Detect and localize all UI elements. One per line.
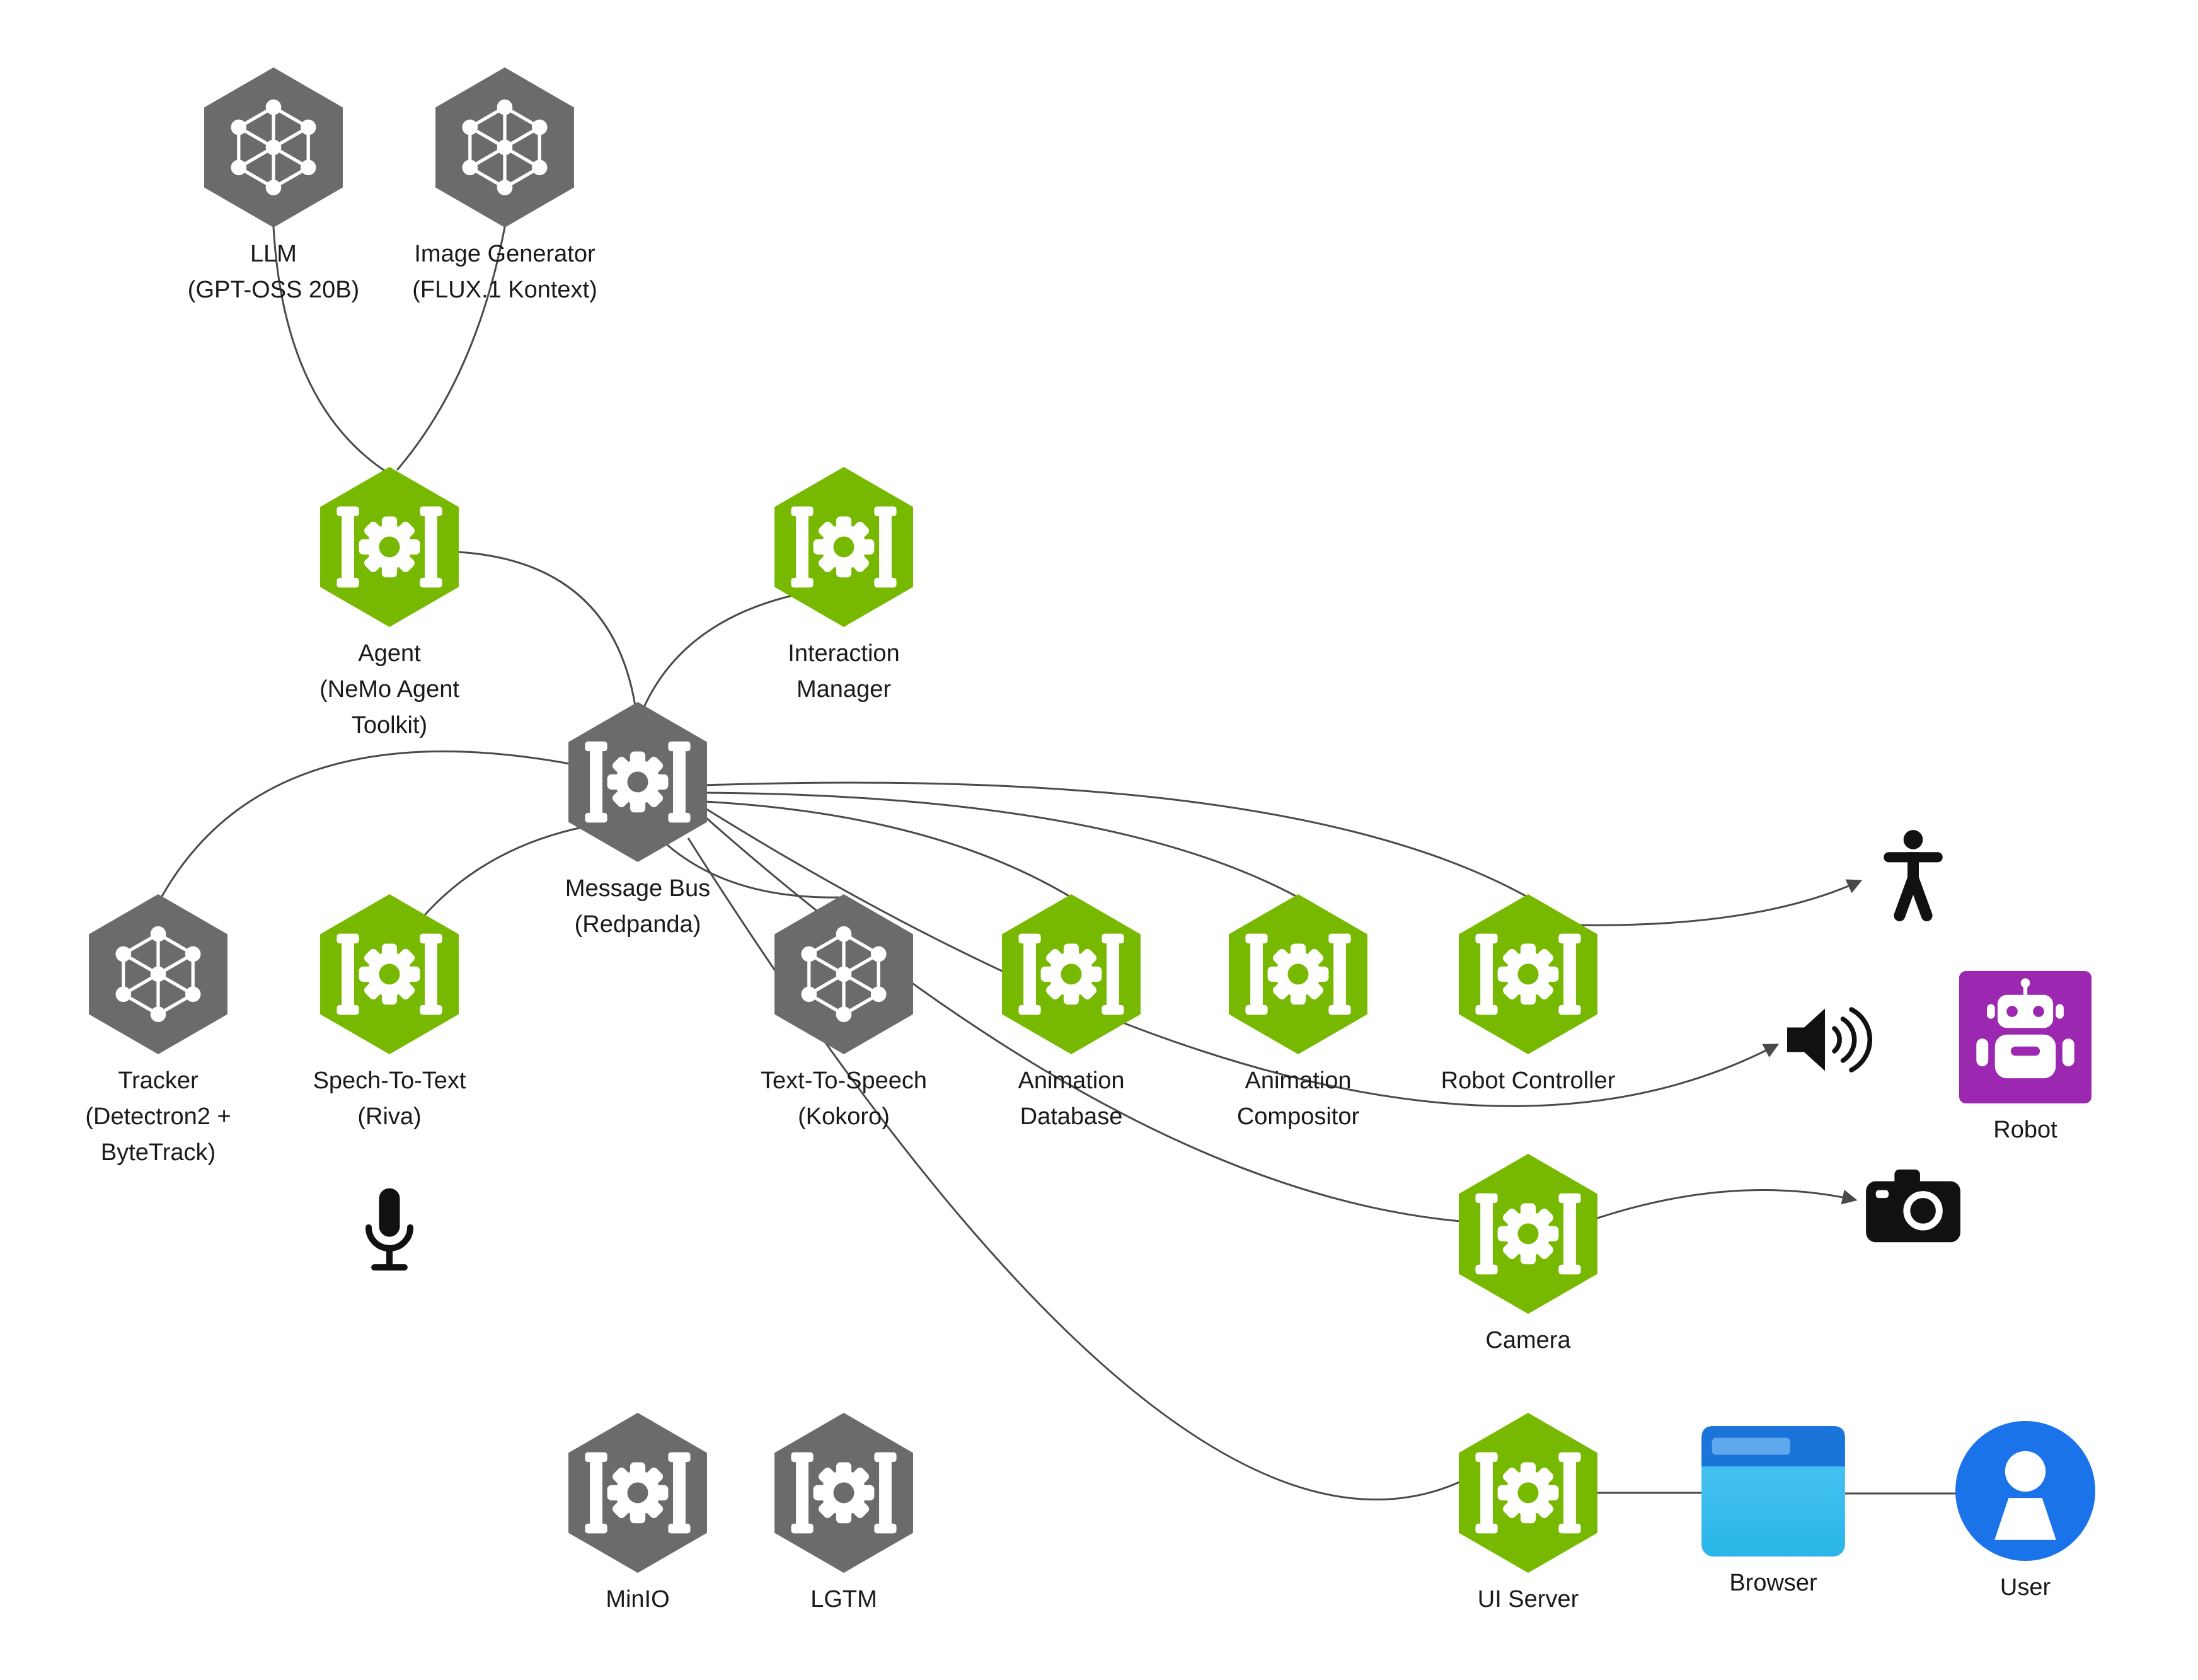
- node-microphone: [355, 1185, 424, 1283]
- node-camera-device: [1864, 1165, 1962, 1245]
- node-label: Tracker(Detectron2 +ByteTrack): [85, 1067, 231, 1166]
- node-tracker: Tracker(Detectron2 +ByteTrack): [85, 894, 231, 1171]
- node-user: User: [1955, 1421, 2095, 1606]
- edge-message-bus-speaker: [704, 807, 1780, 1107]
- node-label: User: [1999, 1574, 2051, 1601]
- gear-hexagon-icon: [1002, 894, 1141, 1054]
- browser-icon: [1701, 1425, 1845, 1556]
- node-label: UI Server: [1477, 1586, 1579, 1613]
- node-label: LGTM: [810, 1586, 877, 1613]
- edge-message-bus-ui-server: [687, 837, 1460, 1501]
- gear-hexagon-icon: [774, 467, 913, 627]
- edge-message-bus-animation-database: [704, 800, 1072, 899]
- node-message-bus: Message Bus(Redpanda): [565, 702, 711, 943]
- node-label: Robot Controller: [1441, 1067, 1616, 1094]
- edge-message-bus-animation-compositor: [704, 791, 1299, 899]
- neural-network-hexagon-icon: [89, 894, 227, 1054]
- edge-interaction-manager-message-bus: [643, 594, 796, 708]
- node-lgtm: LGTM: [774, 1413, 913, 1618]
- camera-icon: [1864, 1165, 1962, 1245]
- gear-hexagon-icon: [1459, 1413, 1597, 1573]
- person-icon: [1873, 829, 1953, 923]
- robot-icon: [1959, 971, 2092, 1103]
- gear-hexagon-icon: [320, 894, 459, 1054]
- edge-message-bus-robot-controller: [704, 781, 1529, 899]
- node-minio: MinIO: [568, 1413, 707, 1618]
- node-robot: Robot: [1959, 971, 2092, 1148]
- neural-network-hexagon-icon: [774, 894, 913, 1054]
- edge-llm-agent: [272, 226, 386, 473]
- edge-message-bus-speech-to-text: [423, 826, 585, 916]
- edge-message-bus-tracker: [160, 750, 570, 898]
- node-label: LLM(GPT-OSS 20B): [187, 241, 360, 303]
- gear-hexagon-icon: [1229, 894, 1367, 1054]
- edge-camera-service-camera-device: [1595, 1189, 1858, 1220]
- node-label: Robot: [1993, 1117, 2057, 1143]
- neural-network-hexagon-icon: [204, 67, 343, 227]
- node-text-to-speech: Text-To-Speech(Kokoro): [761, 894, 927, 1135]
- node-speech-to-text: Spech-To-Text(Riva): [313, 894, 466, 1135]
- microphone-icon: [355, 1185, 424, 1283]
- gear-hexagon-icon: [1459, 894, 1597, 1054]
- gear-hexagon-icon: [320, 467, 459, 627]
- edge-message-bus-text-to-speech: [666, 843, 843, 899]
- gear-hexagon-icon: [568, 702, 707, 862]
- gear-hexagon-icon: [568, 1413, 707, 1573]
- speaker-icon: [1785, 1002, 1880, 1078]
- node-label: Text-To-Speech(Kokoro): [761, 1067, 928, 1130]
- node-label: Message Bus(Redpanda): [565, 875, 711, 938]
- node-label: Browser: [1729, 1569, 1817, 1596]
- node-ui-server: UI Server: [1459, 1413, 1597, 1618]
- edge-agent-message-bus: [458, 551, 636, 706]
- node-robot-controller: Robot Controller: [1441, 894, 1615, 1099]
- gear-hexagon-icon: [1459, 1154, 1597, 1314]
- node-gesture-person: [1873, 829, 1953, 923]
- node-label: Image Generator(FLUX.1 Kontext): [412, 241, 597, 303]
- node-llm: LLM(GPT-OSS 20B): [188, 67, 359, 308]
- edge-robot-controller-gesture-person: [1579, 879, 1863, 926]
- node-label: MinIO: [606, 1586, 670, 1613]
- node-image-generator: Image Generator(FLUX.1 Kontext): [412, 67, 597, 308]
- user-icon: [1955, 1421, 2095, 1561]
- node-speaker: [1785, 1002, 1880, 1078]
- edge-image-generator-agent: [396, 226, 506, 471]
- neural-network-hexagon-icon: [435, 67, 574, 227]
- node-browser: Browser: [1701, 1425, 1845, 1601]
- gear-hexagon-icon: [774, 1413, 913, 1573]
- node-label: Camera: [1485, 1327, 1571, 1354]
- node-label: Spech-To-Text(Riva): [313, 1067, 466, 1130]
- node-camera-service: Camera: [1459, 1154, 1597, 1359]
